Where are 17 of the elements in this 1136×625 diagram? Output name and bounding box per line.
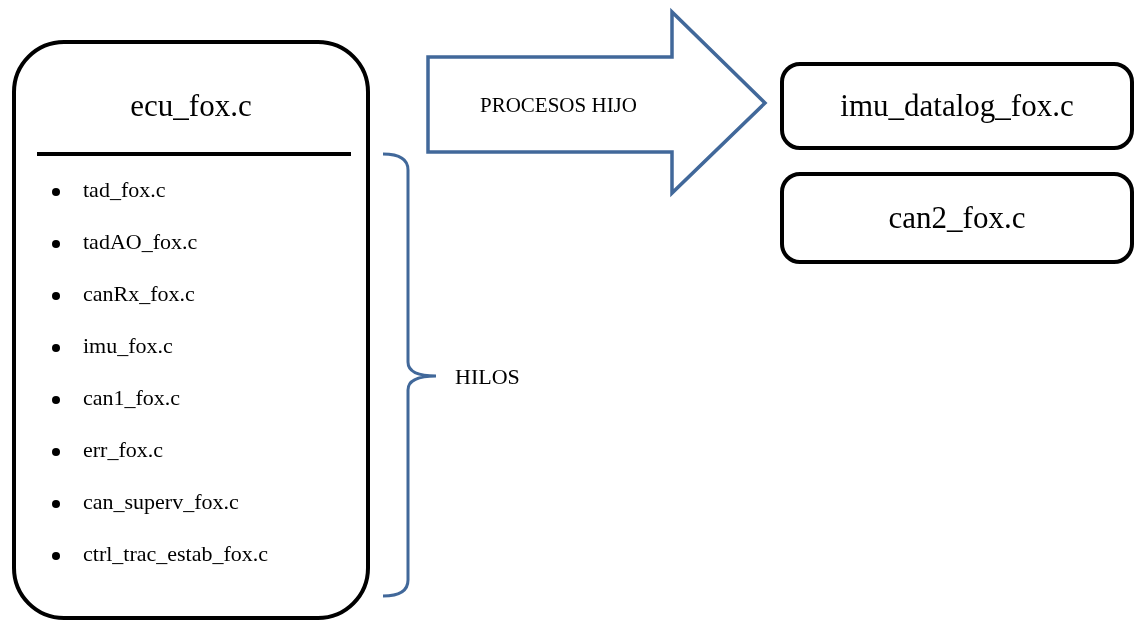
list-item: can1_fox.c [83, 385, 181, 411]
file-box [780, 172, 1134, 264]
file-card [12, 40, 370, 620]
list-item: tadAO_fox.c [83, 229, 198, 255]
file-box [780, 62, 1134, 150]
list-item: tad_fox.c [83, 177, 166, 203]
arrow-label: PROCESOS HIJO [480, 93, 637, 118]
list-item: imu_fox.c [83, 333, 173, 359]
file-name: can2_fox.c [888, 200, 1026, 236]
list-item: err_fox.c [83, 437, 163, 463]
file-name: imu_datalog_fox.c [840, 88, 1074, 124]
list-item: canRx_fox.c [83, 281, 195, 307]
card-title: ecu_fox.c [129, 88, 253, 124]
brace-label: HILOS [455, 364, 520, 390]
list-item: can_superv_fox.c [83, 489, 239, 515]
list-item: ctrl_trac_estab_fox.c [83, 541, 269, 567]
block-arrow [426, 10, 768, 196]
